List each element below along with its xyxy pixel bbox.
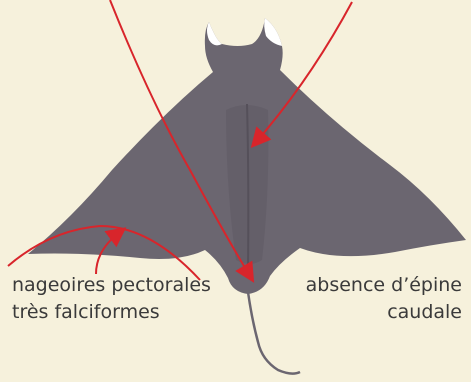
pectoral-fins-label-line1: nageoires pectorales [12,272,211,299]
caudal-spine-label: absence d’épine caudale [300,272,462,326]
pectoral-fins-label-line2: très falciformes [12,299,211,326]
pectoral-fins-label: nageoires pectorales très falciformes [12,272,211,326]
caudal-spine-label-line1: absence d’épine [300,272,462,299]
caudal-spine-label-line2: caudale [300,299,462,326]
ray-tail [248,292,300,374]
